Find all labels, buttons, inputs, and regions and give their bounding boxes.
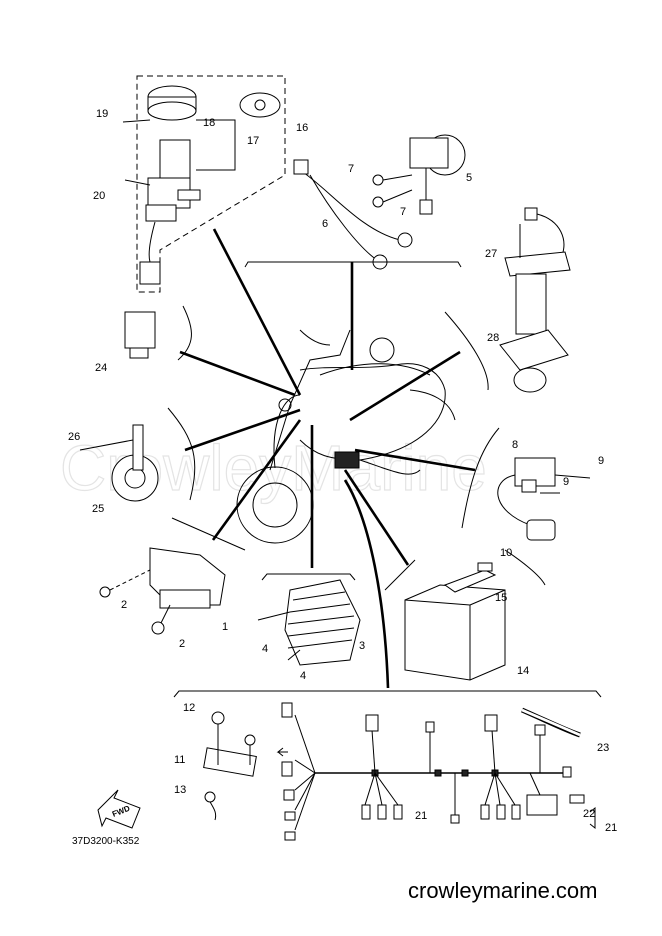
fuel-sender-assembly	[444, 207, 571, 393]
site-footer[interactable]: crowleymarine.com	[408, 878, 598, 903]
part-label-28: 28	[487, 332, 499, 344]
part-label-21-fuse: 21	[605, 822, 617, 834]
part-label-15: 15	[495, 592, 507, 604]
cdi-unit-assembly	[99, 517, 246, 635]
leader-lines	[179, 228, 476, 689]
part-label-18: 18	[203, 117, 215, 129]
part-label-4-lower: 4	[300, 670, 306, 682]
part-label-7-upper: 7	[348, 163, 354, 175]
forward-arrow-icon: FWD	[97, 789, 141, 829]
part-label-6: 6	[322, 218, 328, 230]
part-label-21-harness: 21	[415, 810, 427, 822]
diagram-code: 37D3200-K352	[72, 836, 140, 847]
part-label-12: 12	[183, 702, 195, 714]
battery-assembly	[384, 549, 546, 681]
part-label-10: 10	[500, 547, 512, 559]
part-label-13: 13	[174, 784, 186, 796]
part-label-14: 14	[517, 665, 529, 677]
part-label-2-upper: 2	[121, 599, 127, 611]
part-label-11: 11	[174, 754, 185, 766]
flasher-relay	[124, 305, 192, 361]
part-label-7-lower: 7	[400, 206, 406, 218]
part-label-4-upper: 4	[262, 643, 268, 655]
horn-assembly	[79, 407, 196, 502]
part-label-27: 27	[485, 248, 497, 260]
part-label-25: 25	[92, 503, 104, 515]
part-label-24: 24	[95, 362, 107, 374]
part-label-3: 3	[359, 640, 365, 652]
part-label-19: 19	[96, 108, 108, 120]
scooter-outline	[236, 329, 456, 544]
wire-harness-assembly	[173, 690, 602, 841]
part-label-1: 1	[222, 621, 228, 633]
part-label-2-lower: 2	[179, 638, 185, 650]
main-switch-assembly	[122, 75, 286, 293]
part-label-8: 8	[512, 439, 518, 451]
ignition-coil-assembly	[461, 427, 591, 541]
part-label-17: 17	[247, 135, 259, 147]
starter-relay-assembly	[244, 134, 466, 270]
part-label-22: 22	[583, 808, 595, 820]
rectifier-regulator-assembly	[257, 573, 361, 666]
part-label-16: 16	[296, 122, 308, 134]
part-label-5: 5	[466, 172, 472, 184]
part-label-20: 20	[93, 190, 105, 202]
part-label-26: 26	[68, 431, 80, 443]
part-label-9-upper: 9	[598, 455, 604, 467]
part-label-9-lower: 9	[563, 476, 569, 488]
part-label-23: 23	[597, 742, 609, 754]
